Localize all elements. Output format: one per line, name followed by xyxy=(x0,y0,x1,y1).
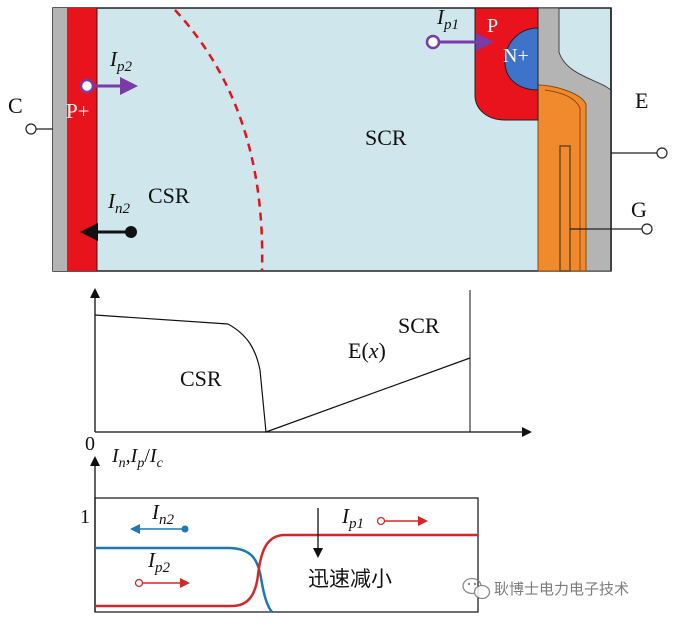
ip1-hole-current: Ip1 xyxy=(425,5,494,51)
ip2-hole-current: Ip2 xyxy=(79,47,138,95)
svg-text:Ip2: Ip2 xyxy=(109,47,133,75)
emitter-label: E xyxy=(635,88,648,113)
csr-label: CSR xyxy=(148,183,190,208)
svg-text:Ip1: Ip1 xyxy=(341,504,364,532)
current-plot: 0 In,Ip/Ic 1 In2 Ip2 Ip1 xyxy=(80,433,479,613)
n-plus-label: N+ xyxy=(503,45,529,67)
svg-text:In2: In2 xyxy=(107,189,131,217)
watermark: 耿博士电力电子技术 xyxy=(462,577,629,600)
ip-curve xyxy=(95,533,478,608)
gate-poly xyxy=(559,145,571,272)
curr-in2-label: I xyxy=(151,500,160,524)
n-plus-region xyxy=(504,27,539,91)
wechat-icon xyxy=(462,577,491,600)
emitter-terminal: E xyxy=(611,88,668,159)
curr-ip2-sub: p2 xyxy=(154,560,171,576)
in2-sub: n2 xyxy=(115,201,131,217)
ip1-label: I xyxy=(436,5,445,29)
in2-electron-current: In2 xyxy=(80,189,137,241)
ip1-legend: Ip1 xyxy=(341,504,428,532)
in2-curve xyxy=(95,546,273,613)
collector-terminal: C xyxy=(8,93,53,135)
p-plus-label: P+ xyxy=(66,99,90,123)
efield-label: E(x) xyxy=(348,338,386,363)
current-y-tick: 1 xyxy=(80,506,90,528)
csr-scr-boundary xyxy=(174,9,264,272)
watermark-text: 耿博士电力电子技术 xyxy=(494,580,629,598)
ip2-legend: Ip2 xyxy=(134,548,190,588)
gate-label: G xyxy=(631,197,647,222)
collector-label: C xyxy=(8,93,23,118)
in2-label: I xyxy=(107,189,116,213)
device-cross-section: C E G P+ P N+ CSR SCR Ip2 xyxy=(8,5,668,272)
efield-scr-label: SCR xyxy=(398,313,440,338)
scr-label: SCR xyxy=(365,125,407,150)
collector-metal xyxy=(53,8,67,271)
gate-terminal: G xyxy=(570,197,653,235)
current-frame xyxy=(94,497,479,613)
efield-curve xyxy=(94,314,471,433)
efield-plot: CSR SCR E(x) xyxy=(90,288,532,437)
svg-text:Ip1: Ip1 xyxy=(436,5,459,33)
gate-electrode xyxy=(537,84,587,272)
svg-text:In2: In2 xyxy=(151,500,175,528)
current-ylabel: In,Ip/Ic xyxy=(111,445,164,471)
decrease-text: 迅速减小 xyxy=(308,567,392,591)
curr-ip1-label: I xyxy=(341,504,350,528)
curr-in2-sub: n2 xyxy=(159,512,175,528)
ip1-sub: p1 xyxy=(443,17,459,33)
decrease-annotation: 迅速减小 xyxy=(308,508,392,591)
efield-csr-label: CSR xyxy=(180,366,222,391)
ip2-sub: p2 xyxy=(116,59,133,75)
curr-ip2-label: I xyxy=(147,548,156,572)
curr-ip1-sub: p1 xyxy=(348,516,364,532)
in2-legend: In2 xyxy=(130,500,189,534)
ip2-label: I xyxy=(109,47,118,71)
origin-label: 0 xyxy=(85,433,95,455)
p-label: P xyxy=(487,15,498,37)
svg-text:Ip2: Ip2 xyxy=(147,548,171,576)
